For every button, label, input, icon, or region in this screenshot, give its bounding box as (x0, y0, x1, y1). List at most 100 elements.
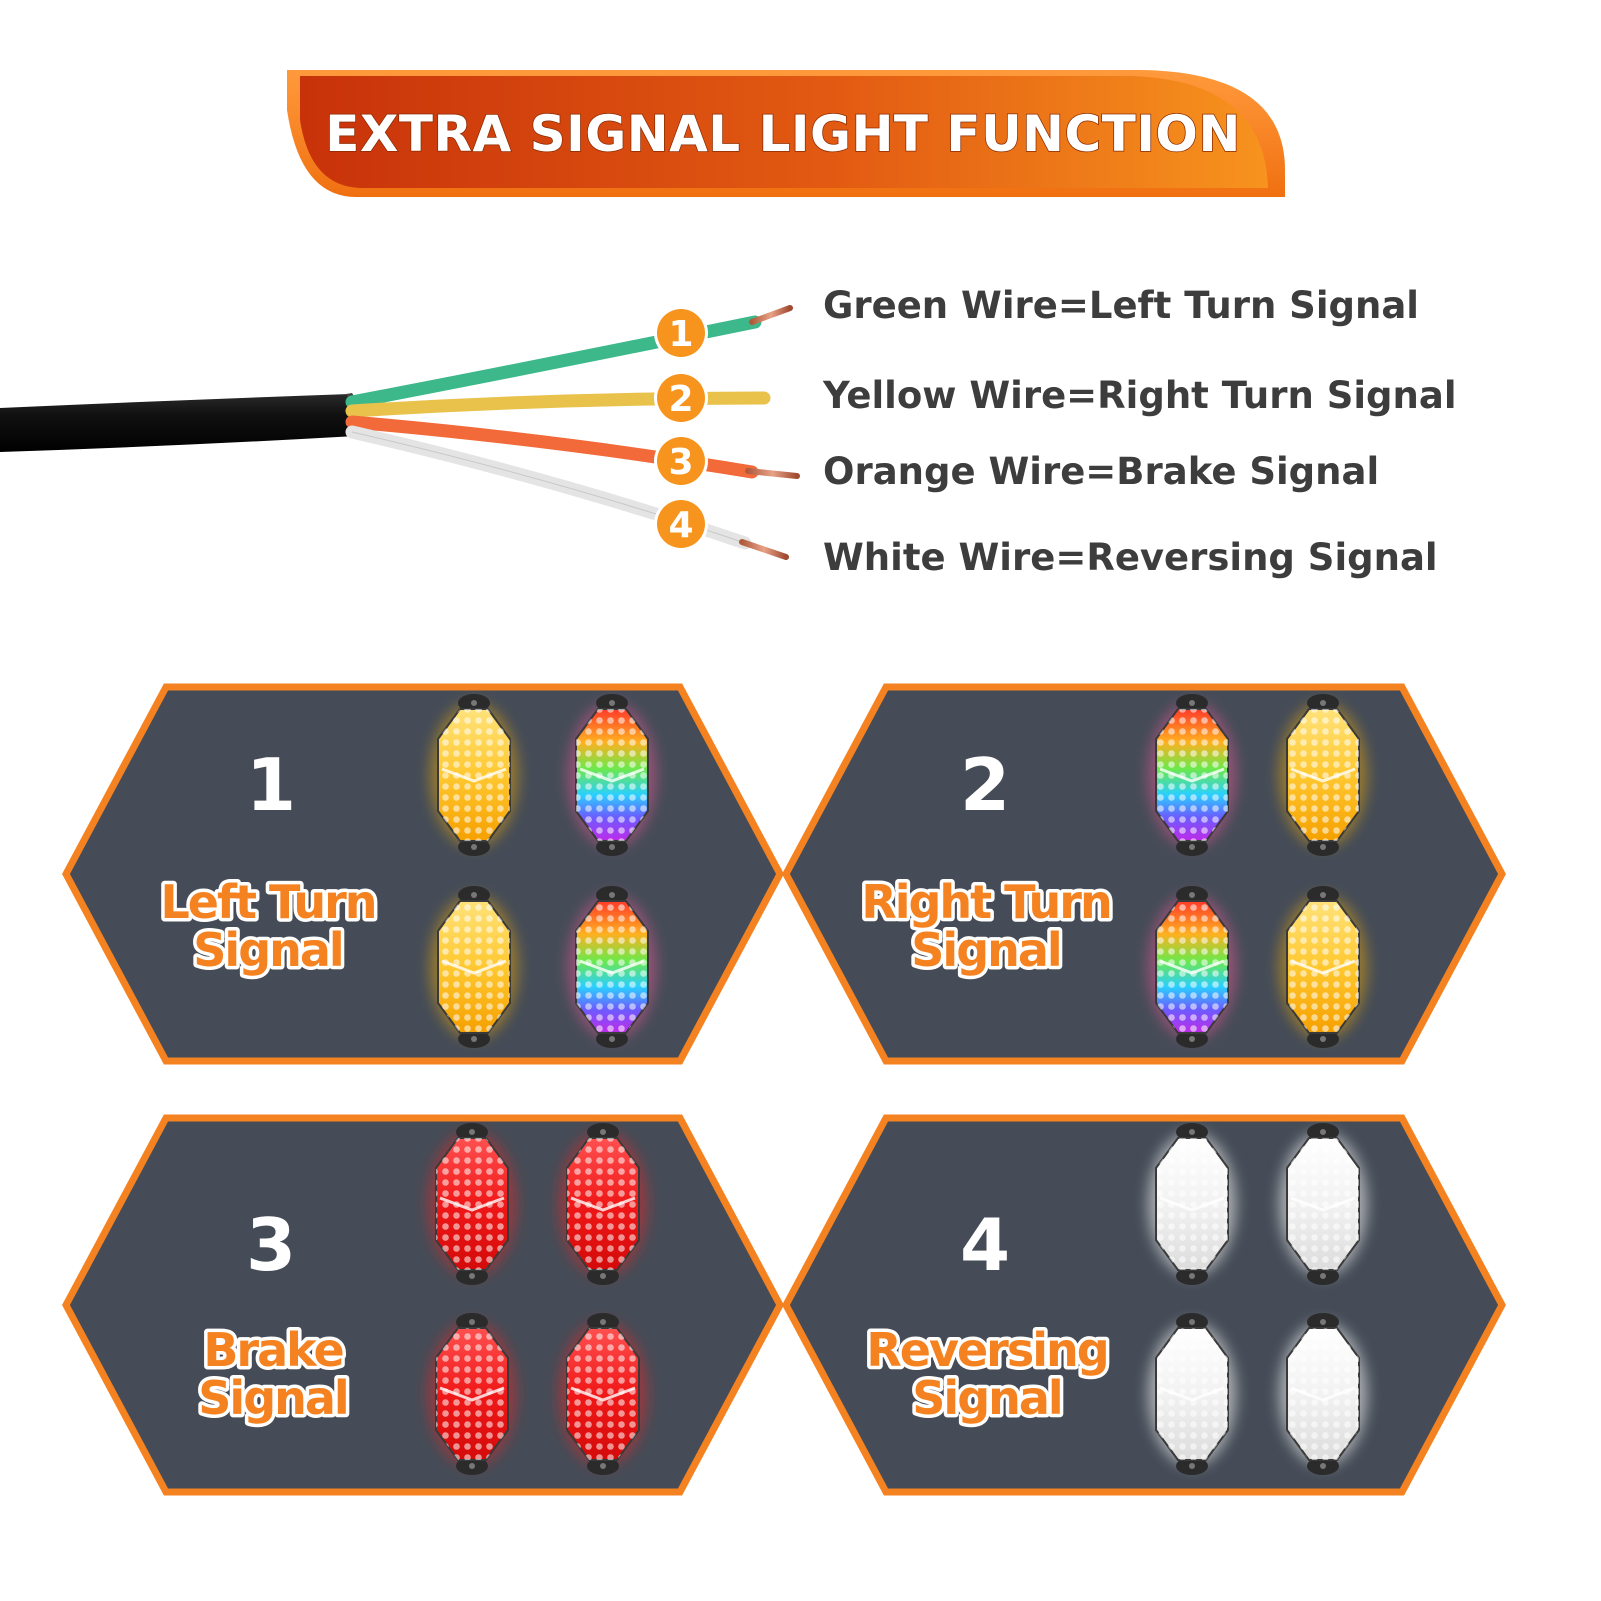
banner-shape (300, 76, 1268, 188)
mount-top-hole (1320, 1129, 1326, 1135)
mount-top-hole (1189, 1319, 1195, 1325)
title-banner: EXTRA SIGNAL LIGHT FUNCTION (287, 70, 1285, 197)
light-divider (439, 1196, 505, 1212)
mount-bottom-hole (471, 1036, 477, 1042)
light-divider (439, 1386, 505, 1402)
mount-top-hole (471, 700, 477, 706)
light-divider (1290, 959, 1356, 975)
led-dots (1156, 709, 1228, 841)
wire-badge-1: 1 (654, 306, 708, 360)
panel-label-line1: Brake (203, 1323, 342, 1377)
light-divider (1290, 1196, 1356, 1212)
mount-bottom-hole (600, 1273, 606, 1279)
mount-bottom-hole (600, 1463, 606, 1469)
light-divider (1290, 1386, 1356, 1402)
badge-number: 4 (668, 505, 693, 546)
light-white-3 (1148, 1313, 1236, 1475)
mount-bottom-hole (471, 844, 477, 850)
led-dots (436, 1328, 508, 1460)
mount-bottom-hole (469, 1463, 475, 1469)
light-rgb-2 (568, 694, 656, 856)
light-divider (570, 1386, 636, 1402)
white-wire-tip (739, 539, 789, 560)
led-dots (438, 709, 510, 841)
led-dots (576, 901, 648, 1033)
badge-number: 3 (668, 442, 693, 483)
mount-bottom-hole (1189, 1273, 1195, 1279)
mount-top-hole (609, 700, 615, 706)
badge-circle (657, 374, 705, 422)
green-wire-tip (749, 305, 793, 325)
light-amber-2 (1279, 694, 1367, 856)
mount-bottom-hole (1320, 844, 1326, 850)
light-divider (1159, 1386, 1225, 1402)
light-white-2 (1279, 1123, 1367, 1285)
panel-label-line2: Signal (193, 923, 342, 977)
light-red-2 (559, 1123, 647, 1285)
banner-title: EXTRA SIGNAL LIGHT FUNCTION (325, 105, 1241, 163)
light-white-1 (1148, 1123, 1236, 1285)
wire-label-4: White Wire=Reversing Signal (823, 536, 1438, 579)
light-white-4 (1279, 1313, 1367, 1475)
mount-bottom-hole (609, 844, 615, 850)
light-red-1 (428, 1123, 516, 1285)
led-dots (1156, 901, 1228, 1033)
led-dots (1287, 709, 1359, 841)
mount-top-hole (609, 892, 615, 898)
light-rgb-4 (568, 886, 656, 1048)
mount-top-hole (1320, 1319, 1326, 1325)
led-dots (1156, 1328, 1228, 1460)
mount-bottom-hole (1320, 1463, 1326, 1469)
wire-label-1: Green Wire=Left Turn Signal (823, 284, 1419, 327)
light-divider (441, 767, 507, 783)
mount-bottom-hole (1320, 1273, 1326, 1279)
light-divider (579, 767, 645, 783)
mount-top-hole (600, 1319, 606, 1325)
light-divider (1159, 1196, 1225, 1212)
orange-wire-tip (745, 468, 800, 479)
panel-label-line2: Signal (912, 1371, 1061, 1425)
light-divider (1159, 959, 1225, 975)
light-amber-4 (1279, 886, 1367, 1048)
panel-hexagon (62, 1114, 784, 1496)
light-divider (1290, 767, 1356, 783)
panel-number: 3 (246, 1203, 296, 1287)
panel-hexagon (62, 683, 784, 1065)
led-dots (567, 1328, 639, 1460)
light-divider (441, 959, 507, 975)
mount-bottom-hole (1189, 1463, 1195, 1469)
panel-label-line1: Reversing (866, 1323, 1107, 1377)
panel-label-line1: Right Turn (861, 875, 1110, 929)
mount-bottom-hole (1189, 1036, 1195, 1042)
panel-number: 4 (960, 1203, 1010, 1287)
led-dots (576, 709, 648, 841)
badge-circle (657, 500, 705, 548)
badge-number: 2 (668, 379, 693, 420)
led-dots (1287, 1138, 1359, 1270)
panel-hexagon (782, 683, 1506, 1065)
panel-label-line2: Signal (911, 923, 1060, 977)
led-dots (1156, 1138, 1228, 1270)
cable-jacket (0, 394, 356, 452)
badge-number: 1 (668, 314, 693, 355)
light-red-3 (428, 1313, 516, 1475)
wire-badges: 1 2 3 4 (654, 306, 708, 551)
led-dots (1287, 901, 1359, 1033)
mount-bottom-hole (609, 1036, 615, 1042)
led-dots (438, 901, 510, 1033)
mount-bottom-hole (1189, 844, 1195, 850)
wire-label-3: Orange Wire=Brake Signal (823, 450, 1379, 493)
wire-badge-3: 3 (654, 434, 708, 488)
mount-top-hole (1189, 892, 1195, 898)
yellow-wire (345, 391, 771, 418)
light-rgb-1 (1148, 694, 1236, 856)
light-divider (579, 959, 645, 975)
mount-top-hole (1189, 1129, 1195, 1135)
wire-legend: Green Wire=Left Turn Signal Yellow Wire=… (822, 284, 1457, 579)
mount-top-hole (600, 1129, 606, 1135)
